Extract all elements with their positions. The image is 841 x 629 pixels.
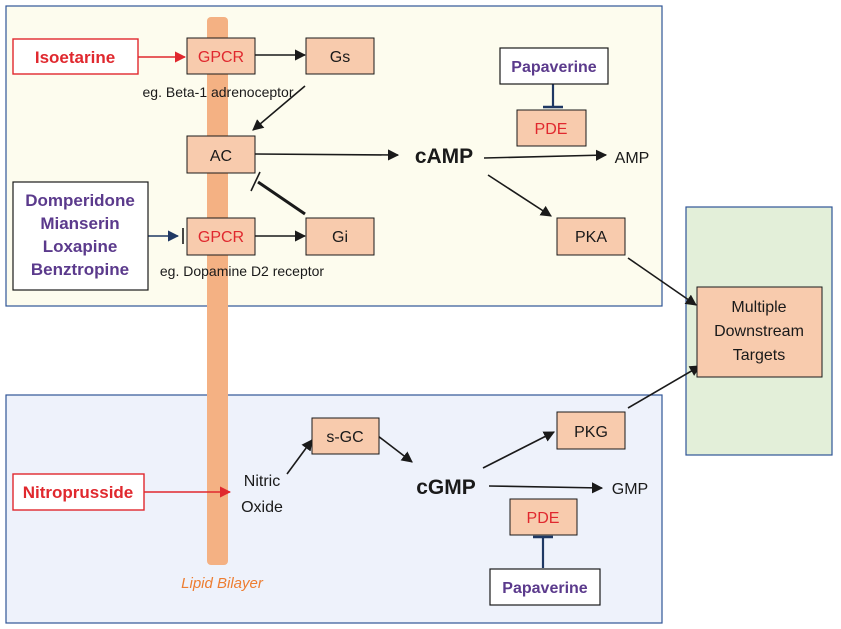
gmp-label: GMP — [612, 481, 648, 498]
targets-line3: Targets — [733, 347, 785, 364]
papaverine-bottom-label: Papaverine — [502, 580, 587, 597]
sgc-box — [311, 417, 380, 455]
pde-top-label: PDE — [535, 121, 568, 138]
pka-box — [556, 217, 626, 256]
antagonists-box — [12, 181, 149, 291]
pkg-label: PKG — [574, 424, 608, 441]
gi-inhibit-bar — [250, 171, 261, 192]
gs-to-ac-arrow — [252, 85, 306, 131]
gi-inhibits-ac — [257, 180, 306, 216]
camp-label: cAMP — [415, 145, 473, 168]
papaverine-top-label: Papaverine — [511, 59, 596, 76]
targets-line1: Multiple — [731, 299, 786, 316]
nitric-oxide-line1: Nitric — [244, 473, 280, 490]
camp-to-amp-arrow — [483, 149, 608, 161]
no-to-sgc-arrow — [286, 439, 313, 475]
nitric-oxide-line2: Oxide — [241, 499, 283, 516]
cgmp-to-pkg-arrow — [482, 431, 555, 469]
targets-box — [696, 286, 823, 378]
nitroprusside-label: Nitroprusside — [23, 483, 134, 502]
pde-top-box — [516, 109, 587, 147]
pka-to-targets-arrow — [627, 257, 697, 306]
pkg-to-targets-arrow — [627, 365, 701, 409]
ac-to-camp-arrow — [254, 149, 400, 161]
gs-label: Gs — [330, 49, 350, 66]
gi-label: Gi — [332, 229, 348, 246]
isoetarine-label: Isoetarine — [35, 48, 115, 67]
pkg-box — [556, 411, 626, 450]
targets-line2: Downstream — [714, 323, 804, 340]
pde-bottom-label: PDE — [527, 510, 560, 527]
sgc-to-cgmp-arrow — [377, 435, 413, 463]
antagonist-benztropine: Benztropine — [31, 260, 129, 279]
nitroprusside-box — [12, 473, 145, 511]
antagonist-loxapine: Loxapine — [43, 237, 118, 256]
camp-to-pka-arrow — [487, 174, 552, 217]
pde-bottom-box — [509, 498, 578, 536]
antagonist-domperidone: Domperidone — [25, 191, 135, 210]
gpcr-bottom-label: GPCR — [198, 229, 244, 246]
ac-box — [186, 135, 256, 174]
gpcr-top-box — [186, 37, 256, 75]
gs-box — [305, 37, 375, 75]
papaverine-top-box — [499, 47, 609, 85]
pka-label: PKA — [575, 229, 607, 246]
amp-label: AMP — [615, 150, 650, 167]
cgmp-label: cGMP — [416, 476, 476, 499]
cgmp-to-gmp-arrow — [488, 482, 604, 494]
d2-note: eg. Dopamine D2 receptor — [160, 263, 325, 279]
gi-box — [305, 217, 375, 256]
sgc-label: s-GC — [326, 429, 363, 446]
papaverine-bottom-box — [489, 568, 601, 606]
gpcr-bottom-box — [186, 217, 256, 256]
gpcr-top-label: GPCR — [198, 49, 244, 66]
lipid-bilayer-label: Lipid Bilayer — [181, 575, 264, 592]
beta1-note: eg. Beta-1 adrenoceptor — [143, 84, 294, 100]
ac-label: AC — [210, 148, 232, 165]
antagonist-mianserin: Mianserin — [40, 214, 119, 233]
isoetarine-box — [12, 38, 139, 75]
